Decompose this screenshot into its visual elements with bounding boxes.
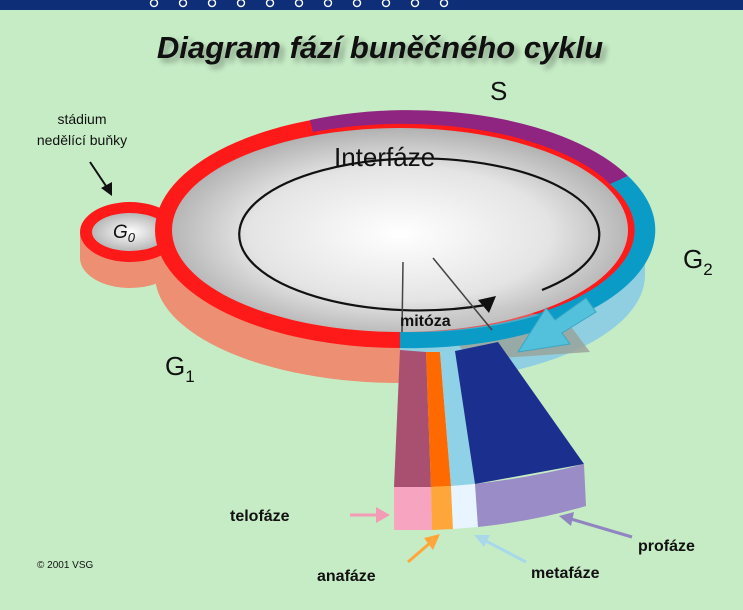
- telophase-arrow: [350, 507, 390, 523]
- anaphase-band: [426, 352, 451, 487]
- top-banner: [0, 0, 743, 10]
- interphase-disc: [172, 128, 628, 332]
- metaphase-end: [451, 484, 478, 529]
- mitosis-wedge-line-left: [401, 261, 404, 333]
- diagram-title: Diagram fází buněčného cyklu: [157, 30, 603, 65]
- s-phase-arc: [310, 110, 628, 184]
- prophase-band: [455, 342, 584, 484]
- interphase-label: Interfáze: [334, 142, 435, 172]
- prophase-label: profáze: [638, 538, 695, 555]
- telophase-end: [394, 487, 432, 530]
- nondividing-pointer-arrow: [89, 161, 112, 196]
- s-phase-label: S: [490, 76, 507, 106]
- nondividing-label-line1: stádium: [57, 111, 106, 127]
- g1-label: G1: [165, 351, 195, 386]
- telophase-label: telofáze: [230, 508, 290, 525]
- g0-label: G0: [113, 222, 136, 245]
- cycle-arrowhead: [478, 296, 496, 313]
- title-shadow: Diagram fází buněčného cyklu: [161, 34, 607, 69]
- mitosis-wedge-line-right: [432, 257, 493, 331]
- mitosis-label: mitóza: [400, 313, 451, 330]
- g0-disc: [92, 213, 168, 251]
- anaphase-end: [431, 486, 453, 530]
- nondividing-label-line2: nedělící buňky: [37, 132, 127, 148]
- metaphase-band: [440, 351, 475, 486]
- metaphase-label: metafáze: [531, 565, 600, 582]
- g2-to-mitosis-arrow: [516, 297, 597, 353]
- prophase-end: [475, 464, 586, 527]
- banner-ornaments: [149, 0, 449, 8]
- anaphase-label: anafáze: [317, 568, 376, 585]
- metaphase-arrow: [474, 535, 527, 564]
- anaphase-arrow: [407, 534, 440, 564]
- telophase-band: [394, 350, 431, 487]
- interphase-cycle-line: [238, 157, 601, 312]
- copyright-notice: © 2001 VSG: [37, 560, 94, 571]
- disc-bottom-shade: [400, 300, 540, 333]
- prophase-arrow: [559, 512, 633, 539]
- g2-label: G2: [683, 244, 713, 279]
